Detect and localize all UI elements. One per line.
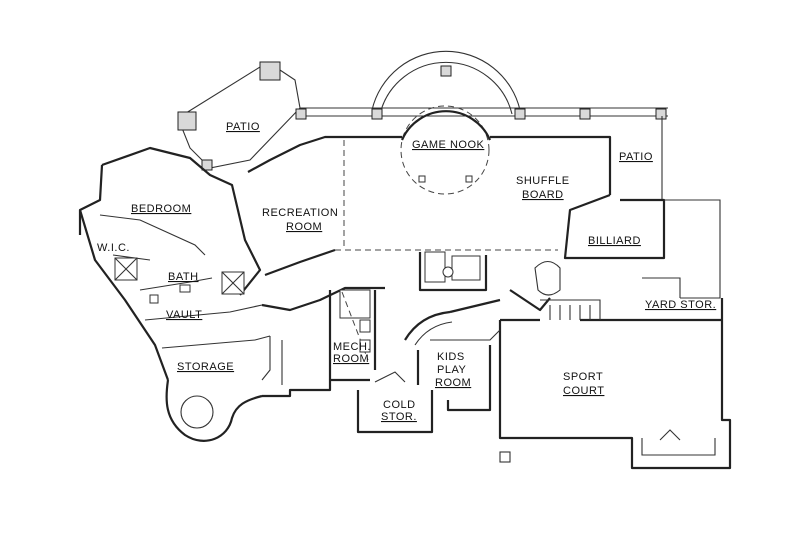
room-label-shuffle-board-line2: BOARD [522,189,564,201]
room-label-yard-stor: YARD STOR. [645,299,716,311]
game-nook-area [400,105,492,195]
room-label-wic: W.I.C. [97,242,130,254]
room-label-kids-line3: ROOM [435,377,471,389]
room-label-bedroom: BEDROOM [131,203,191,215]
room-label-patio-upper: PATIO [226,121,260,133]
room-label-cold-stor-line2: STOR. [381,411,417,423]
exterior-walls [78,135,732,470]
room-label-patio-right: PATIO [619,151,653,163]
room-label-cold-stor-line1: COLD [383,399,416,411]
room-label-kids-line1: KIDS [437,351,465,363]
interior-walls [99,140,716,463]
room-label-game-nook: GAME NOOK [412,139,485,151]
room-label-mech-line1: MECH. [333,341,371,353]
room-label-shuffle-board-line1: SHUFFLE [516,175,570,187]
room-label-mech-line2: ROOM [333,353,369,365]
room-label-vault: VAULT [166,309,202,321]
room-label-billiard: BILLIARD [588,235,641,247]
column-icon [259,61,281,81]
room-label-recreation-line1: RECREATION [262,207,338,219]
column-icon [201,159,213,171]
room-label-kids-line2: PLAY [437,364,466,376]
column-icon [177,111,197,131]
room-label-storage: STORAGE [177,361,234,373]
room-label-sport-court-line2: COURT [563,385,604,397]
room-labels: PATIO GAME NOOK PATIO SHUFFLE BOARD BEDR… [97,121,716,423]
room-label-bath: BATH [168,271,199,283]
room-label-recreation-line2: ROOM [286,221,322,233]
patio-upper-area [177,61,301,171]
room-label-sport-court-line1: SPORT [563,371,603,383]
colonnade [295,50,668,200]
